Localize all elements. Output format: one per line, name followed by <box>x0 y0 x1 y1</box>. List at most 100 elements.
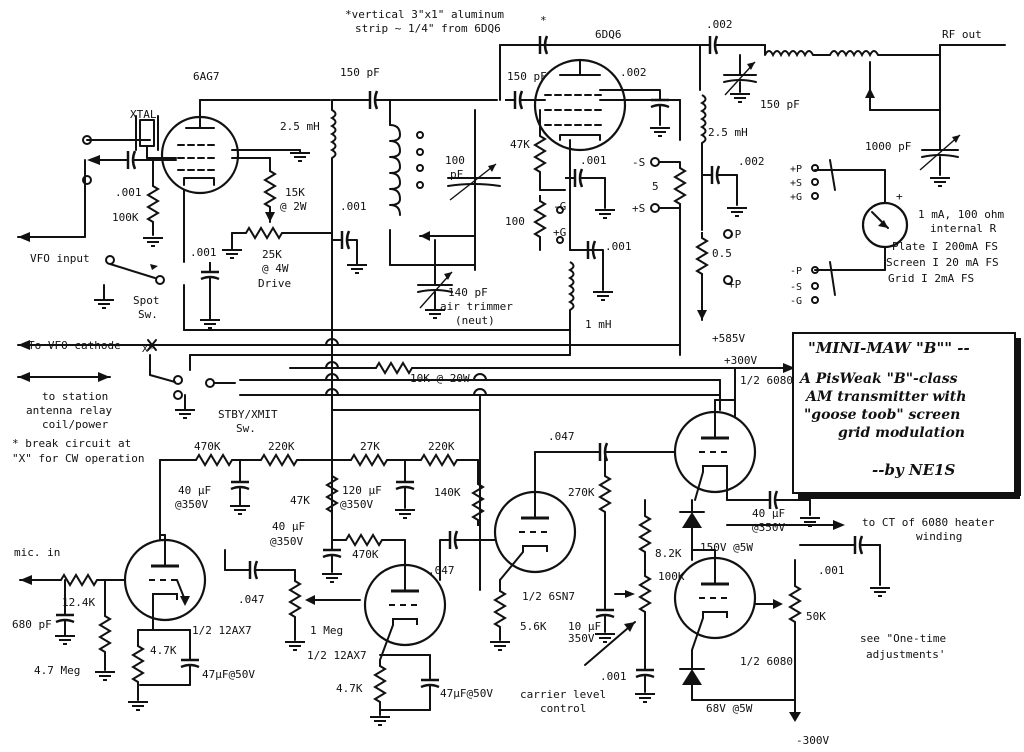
label-150v-zener: 150V @5W <box>700 541 753 554</box>
label-001-g: .001 <box>600 670 627 683</box>
label-140pf-3: (neut) <box>455 314 495 327</box>
label-68v-zener: 68V @5W <box>706 702 753 715</box>
label-150pf-b: 150 pF <box>507 70 547 83</box>
label-25k-1: 25K <box>262 248 282 261</box>
label-carrier-2: control <box>540 702 586 715</box>
label-120uf-2: @350V <box>340 498 373 511</box>
label-rf-out: RF out <box>942 28 982 41</box>
note-strip-1: *vertical 3"x1" aluminum <box>345 8 504 21</box>
tube-12ax7-b: 1/2 12AX7 <box>307 649 367 662</box>
label-50k: 50K <box>806 610 826 623</box>
label-2-5mh-a: 2.5 mH <box>280 120 320 133</box>
label-40uf-a1: 40 µF <box>178 484 211 497</box>
note-x-mark: X* <box>142 344 154 355</box>
label-002-c: .002 <box>738 155 765 168</box>
label-300v: +300V <box>724 354 757 367</box>
note-break-2: "X" for CW operation <box>12 452 144 465</box>
label-stby-2: Sw. <box>236 422 256 435</box>
label-10k: 10K @ 20W <box>410 372 470 385</box>
label-5-6k: 5.6K <box>520 620 547 633</box>
label-40uf-c2: @350V <box>752 521 785 534</box>
title-box-title: "MINI-MAW "B"" -- <box>808 339 970 357</box>
meter-screen: Screen I 20 mA FS <box>886 256 999 269</box>
label-047-b: .047 <box>238 593 265 606</box>
title-box-line-2: AM transmitter with <box>804 389 966 405</box>
label-220k-a: 220K <box>268 440 295 453</box>
label-spot-1: Spot <box>133 294 160 307</box>
label-5: 5 <box>652 180 659 193</box>
label-mic-in: mic. in <box>14 546 60 559</box>
label-120uf-1: 120 µF <box>342 484 382 497</box>
label-plus-s: +S <box>632 202 645 215</box>
label-relay-1: to station <box>42 390 108 403</box>
tube-6080-upper: 1/2 6080 <box>740 374 793 387</box>
meter-term-mp: -P <box>790 266 802 277</box>
label-150pf-c: 150 pF <box>760 98 800 111</box>
meter-term-ms: -S <box>790 282 802 293</box>
tube-labels: 6AG7 6DQ6 1/2 6080 1/2 6080 1/2 6SN7 1/2… <box>192 28 793 668</box>
label-adjust-2: adjustments' <box>866 648 945 661</box>
label-0-5: 0.5 <box>712 247 732 260</box>
label-heater-2: winding <box>916 530 962 543</box>
label-heater-1: to CT of 6080 heater <box>862 516 995 529</box>
label-100: 100 <box>505 215 525 228</box>
label-vfo-cathode: To VFO cathode <box>28 339 121 352</box>
meter-grid: Grid I 2mA FS <box>888 272 974 285</box>
label-47k-b: 47K <box>290 494 310 507</box>
label-minus-s: -S <box>632 156 645 169</box>
label-585v: +585V <box>712 332 745 345</box>
label-001-d: .001 <box>580 154 607 167</box>
label-8-2k: 8.2K <box>655 547 682 560</box>
label-140k: 140K <box>434 486 461 499</box>
label-25k-2: @ 4W <box>262 262 289 275</box>
label-047-c: .047 <box>428 564 455 577</box>
label-27k: 27K <box>360 440 380 453</box>
meter-term-mg: -G <box>790 296 802 307</box>
label-relay-3: coil/power <box>42 418 109 431</box>
label-220k-b: 220K <box>428 440 455 453</box>
label-140pf-1: 140 pF <box>448 286 488 299</box>
label-12-4k: 12.4K <box>62 596 95 609</box>
label-1meg: 1 Meg <box>310 624 343 637</box>
label-relay-2: antenna relay <box>26 404 112 417</box>
label-minus-300v: -300V <box>796 734 829 747</box>
label-stby-1: STBY/XMIT <box>218 408 278 421</box>
label-4-7meg: 4.7 Meg <box>34 664 80 677</box>
label-adjust-1: see "One-time <box>860 632 946 645</box>
meter-spec-1: 1 mA, 100 ohm <box>918 208 1004 221</box>
meter-labels: + 1 mA, 100 ohm internal R Plate I 200mA… <box>790 164 1004 307</box>
meter-plate: Plate I 200mA FS <box>892 240 998 253</box>
label-47uf-a: 47µF@50V <box>202 668 255 681</box>
label-002-b: .002 <box>706 18 733 31</box>
component-labels: XTAL 150 pF 150 pF 150 pF 2.5 mH 2.5 mH … <box>12 18 911 715</box>
label-10uf-1: 10 µF <box>568 620 601 633</box>
terminal-labels: VFO input Spot Sw. To VFO cathode to sta… <box>14 28 995 747</box>
tube-6080-lower: 1/2 6080 <box>740 655 793 668</box>
label-680pf: 680 pF <box>12 618 52 631</box>
note-star: * <box>540 14 547 27</box>
label-1mh: 1 mH <box>585 318 612 331</box>
label-minus-g: -G <box>553 200 566 213</box>
label-001-c: .001 <box>190 246 217 259</box>
label-1000pf: 1000 pF <box>865 140 911 153</box>
note-strip-2: strip ~ 1/4" from 6DQ6 <box>355 22 501 35</box>
meter-plus: + <box>896 190 903 203</box>
meter-term-ps: +S <box>790 178 802 189</box>
label-vfo-input: VFO input <box>30 252 90 265</box>
label-100pf-2: pF <box>450 168 463 181</box>
label-470k-b: 470K <box>352 548 379 561</box>
label-4-7k-d: 4.7K <box>336 682 363 695</box>
label-100k-b: 100K <box>658 570 685 583</box>
label-001-a: .001 <box>115 186 142 199</box>
title-box-line-3: "goose toob" screen <box>804 407 960 423</box>
label-plus-p: +P <box>728 278 742 291</box>
title-box-line-4: grid modulation <box>838 425 965 441</box>
label-100pf-1: 100 <box>445 154 465 167</box>
label-xtal: XTAL <box>130 108 157 121</box>
label-047-a: .047 <box>548 430 575 443</box>
title-box-line-1: A PisWeak "B"-class <box>798 371 958 387</box>
meter-term-pg: +G <box>790 192 802 203</box>
label-10uf-2: 350V <box>568 632 595 645</box>
